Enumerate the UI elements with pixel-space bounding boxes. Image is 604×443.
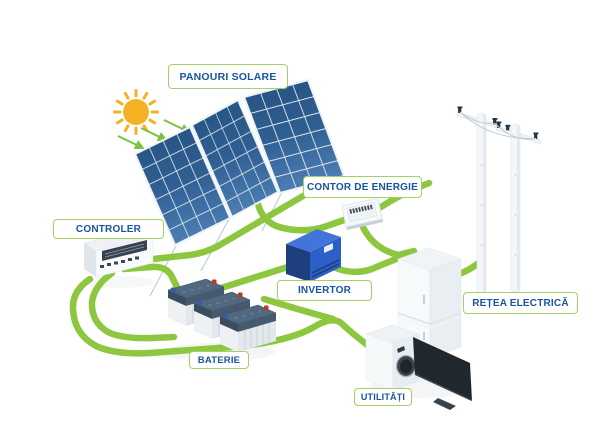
battery-terminal-positive [212, 279, 217, 285]
wire-panels-to-meter [253, 195, 351, 234]
controller-buttons [100, 256, 139, 268]
label-energy-meter: CONTOR DE ENERGIE [303, 176, 422, 198]
label-solar-panels: PANOURI SOLARE [168, 64, 288, 89]
washer-detergent-slot [397, 346, 405, 353]
label-grid-text: REȚEA ELECTRICĂ [472, 297, 569, 309]
label-controller: CONTROLER [53, 219, 164, 239]
battery-bank-icon [167, 278, 277, 353]
inverter-display [324, 243, 333, 253]
solar-panel-1 [133, 125, 232, 247]
sun-icon [113, 89, 159, 135]
wire-panels-to-controller [131, 192, 307, 265]
label-inverter: INVERTOR [277, 280, 372, 301]
wire-meter-to-fridge [358, 221, 418, 259]
tv-stand [433, 398, 456, 410]
label-energy-meter-text: CONTOR DE ENERGIE [306, 181, 418, 193]
label-grid: REȚEA ELECTRICĂ [463, 292, 578, 314]
wire-battery-to-bus [260, 295, 337, 323]
wire-inverter-to-fridge [327, 251, 411, 276]
label-utilities: UTILITĂȚI [354, 388, 412, 406]
wire-controller-inner-loop [88, 269, 178, 342]
tv-screen [413, 337, 472, 401]
wire-controller-loop-to-utilities [69, 275, 388, 358]
insulators [457, 106, 539, 139]
wires [69, 179, 481, 358]
label-inverter-text: INVERTOR [297, 285, 352, 296]
washing-machine-icon [365, 324, 420, 391]
label-battery: BATERIE [189, 351, 249, 369]
controller-display [102, 240, 147, 261]
solar-panel-2 [190, 98, 280, 219]
energy-meter-icon [341, 197, 383, 230]
solar-panels-icon [133, 78, 346, 247]
label-solar-panels-text: PANOURI SOLARE [179, 70, 277, 83]
label-utilities-text: UTILITĂȚI [360, 392, 406, 402]
label-controller-text: CONTROLER [75, 223, 142, 235]
wire-controller-to-battery [120, 263, 182, 293]
inverter-icon [286, 229, 341, 282]
battery-terminal-negative [171, 287, 176, 293]
meter-breakers [349, 204, 373, 214]
tv-icon [413, 337, 472, 410]
label-battery-text: BATERIE [197, 354, 241, 366]
power-poles-icon [456, 106, 542, 294]
